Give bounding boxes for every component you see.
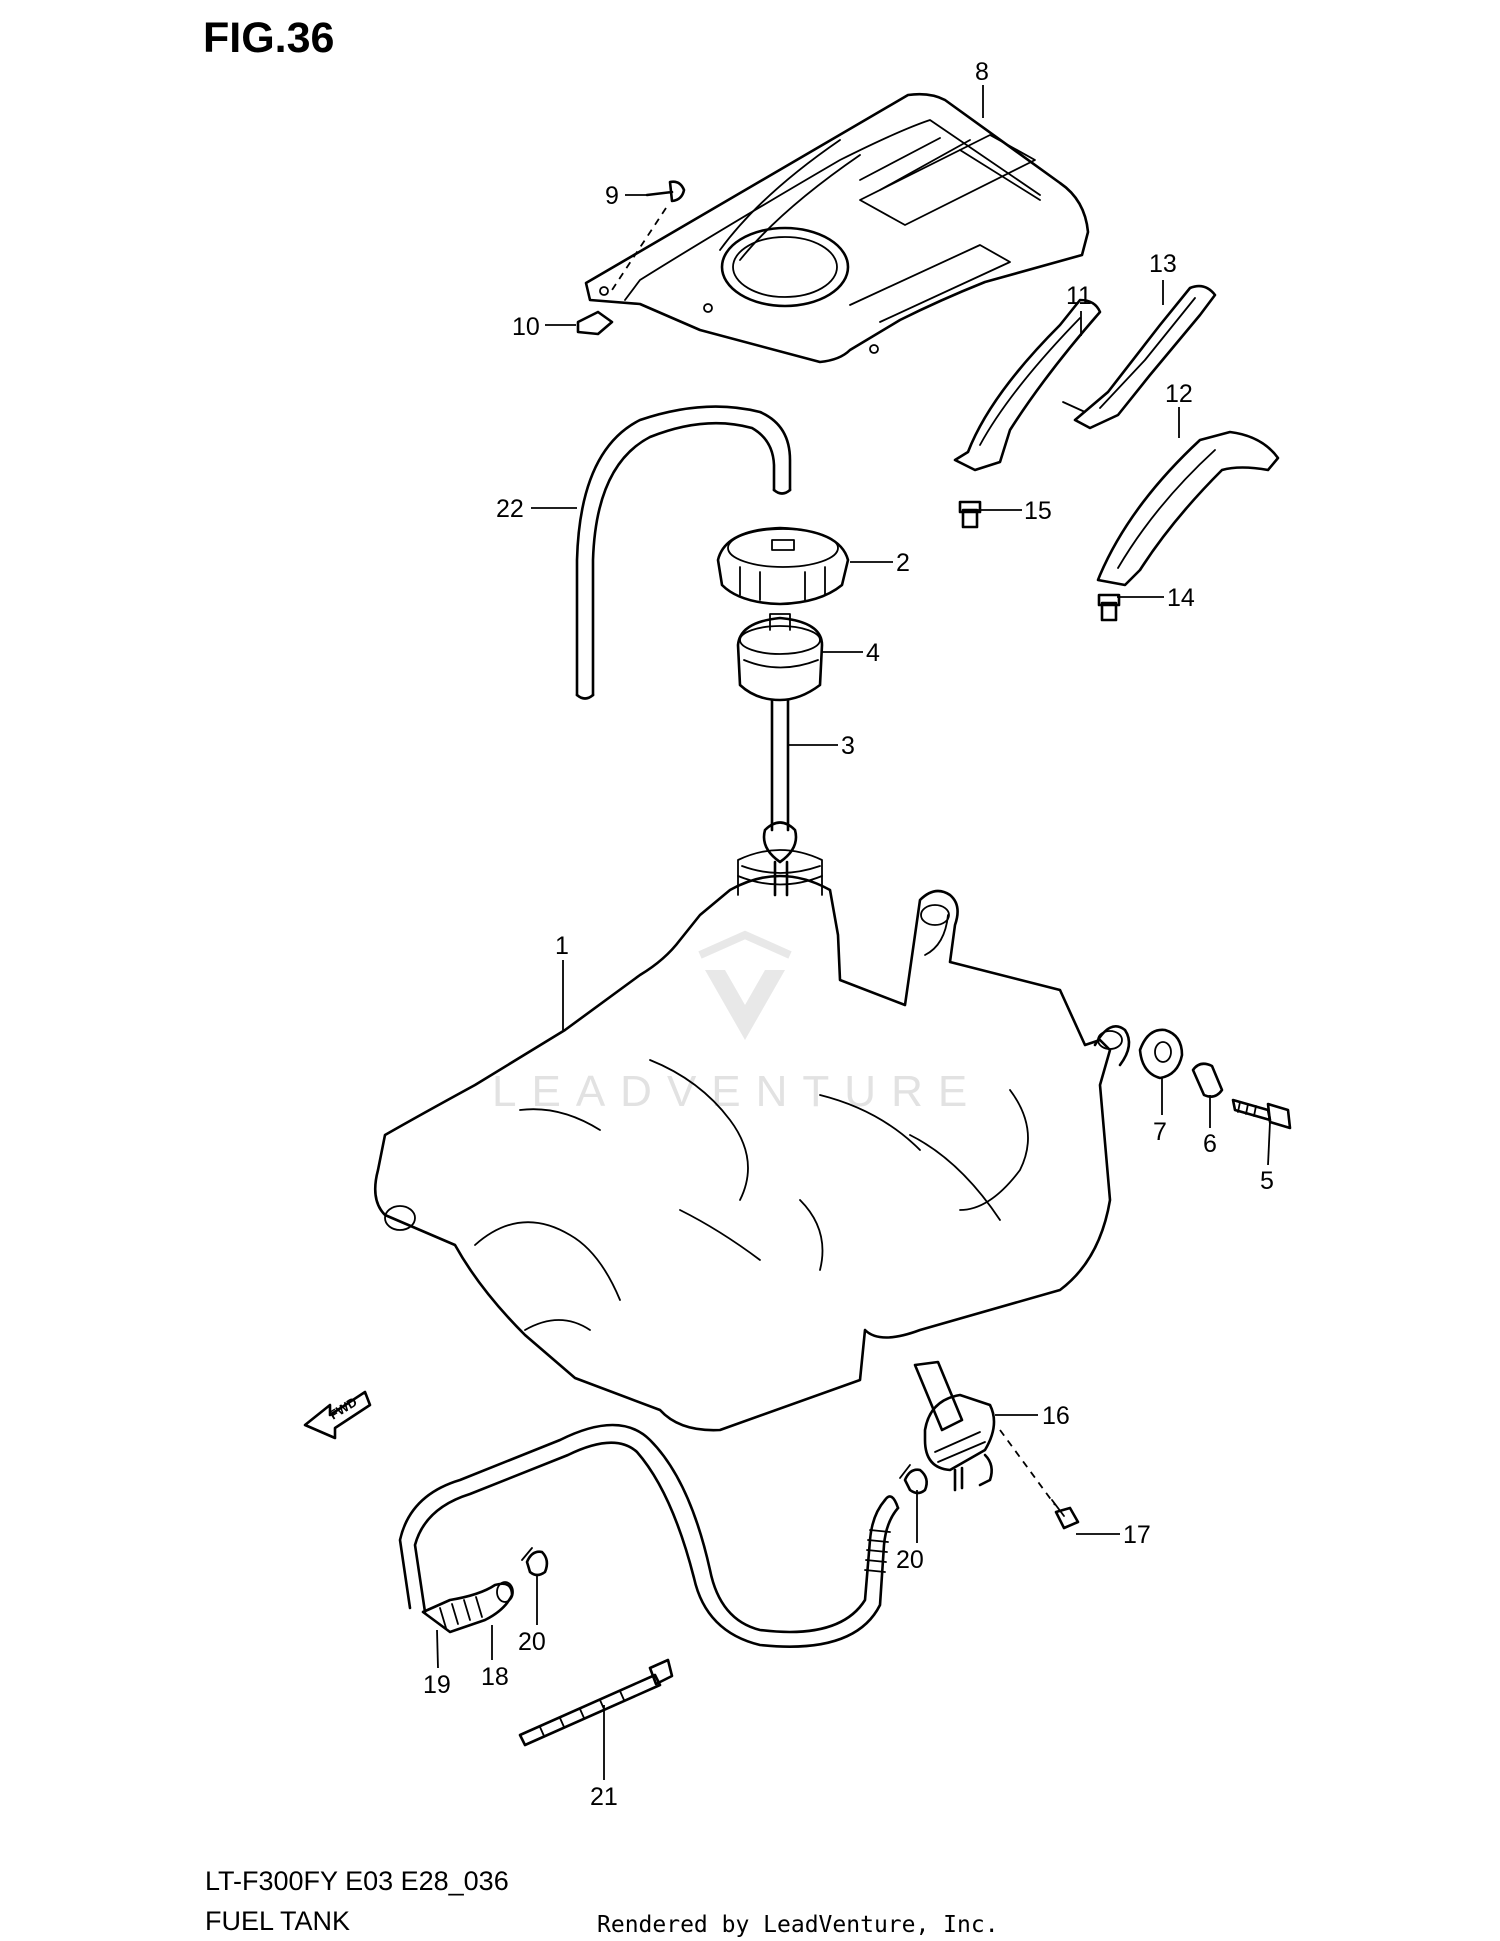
figure-subtitle: FUEL TANK bbox=[205, 1906, 350, 1936]
part-5-bolt bbox=[1231, 1098, 1292, 1130]
part-21-cable-tie bbox=[518, 1658, 674, 1747]
callout-22: 22 bbox=[496, 495, 524, 523]
part-7-cushion bbox=[1138, 1028, 1184, 1080]
callout-20-right: 20 bbox=[896, 1546, 924, 1574]
part-16-fuel-valve bbox=[913, 1360, 996, 1492]
part-18-hose-end bbox=[421, 1581, 514, 1634]
callout-16: 16 bbox=[1042, 1402, 1070, 1430]
part-14-bolt bbox=[1097, 593, 1121, 622]
rendered-by-note: Rendered by LeadVenture, Inc. bbox=[597, 1912, 999, 1938]
part-17-screw bbox=[1051, 1499, 1080, 1530]
part-19-fuel-hose bbox=[398, 1423, 900, 1648]
watermark-text: LEADVENTURE bbox=[492, 1067, 982, 1116]
callout-12: 12 bbox=[1165, 380, 1193, 408]
callouts: 8 9 10 11 13 12 22 15 2 14 4 3 1 7 6 5 1… bbox=[423, 58, 1274, 1811]
leader-lines bbox=[436, 85, 1271, 1780]
callout-7: 7 bbox=[1153, 1118, 1167, 1146]
callout-6: 6 bbox=[1203, 1130, 1217, 1158]
part-13-bracket bbox=[1062, 284, 1217, 430]
callout-14: 14 bbox=[1167, 584, 1195, 612]
callout-4: 4 bbox=[866, 639, 880, 667]
callout-11: 11 bbox=[1066, 282, 1092, 310]
part-3-fuel-gauge bbox=[762, 698, 798, 897]
part-12-bracket bbox=[1096, 430, 1280, 587]
part-6-collar bbox=[1191, 1062, 1224, 1098]
callout-5: 5 bbox=[1260, 1167, 1274, 1195]
callout-1: 1 bbox=[555, 932, 569, 960]
part-8-tank-cover bbox=[584, 92, 1090, 364]
callout-3: 3 bbox=[841, 732, 855, 760]
assembly-line-9 bbox=[611, 207, 667, 291]
part-15-bolt bbox=[958, 500, 982, 529]
part-2-fuel-cap bbox=[716, 526, 850, 606]
part-11-bracket bbox=[953, 298, 1102, 472]
part-9-bolt bbox=[645, 180, 686, 203]
fwd-arrow-icon: FWD bbox=[303, 1390, 372, 1440]
callout-2: 2 bbox=[896, 549, 910, 577]
watermark: LEADVENTURE bbox=[492, 930, 982, 1116]
part-4-inner-cap bbox=[736, 613, 824, 702]
callout-17: 17 bbox=[1123, 1521, 1151, 1549]
part-10-nut bbox=[576, 310, 614, 336]
callout-10: 10 bbox=[512, 313, 540, 341]
callout-19: 19 bbox=[423, 1671, 451, 1699]
callout-15: 15 bbox=[1024, 497, 1052, 525]
part-1-fuel-tank bbox=[373, 849, 1131, 1432]
figure-title: FIG.36 bbox=[203, 14, 334, 62]
callout-13: 13 bbox=[1149, 250, 1177, 278]
callout-9: 9 bbox=[605, 182, 619, 210]
callout-18: 18 bbox=[481, 1663, 509, 1691]
assembly-line-16 bbox=[999, 1429, 1056, 1506]
part-20-clamp-left bbox=[521, 1547, 549, 1577]
callout-8: 8 bbox=[975, 58, 989, 86]
model-code: LT-F300FY E03 E28_036 bbox=[205, 1866, 509, 1896]
part-20-clamp-right bbox=[899, 1464, 928, 1495]
callout-21: 21 bbox=[590, 1783, 618, 1811]
part-22-breather-hose bbox=[575, 405, 792, 700]
callout-20-left: 20 bbox=[518, 1628, 546, 1656]
